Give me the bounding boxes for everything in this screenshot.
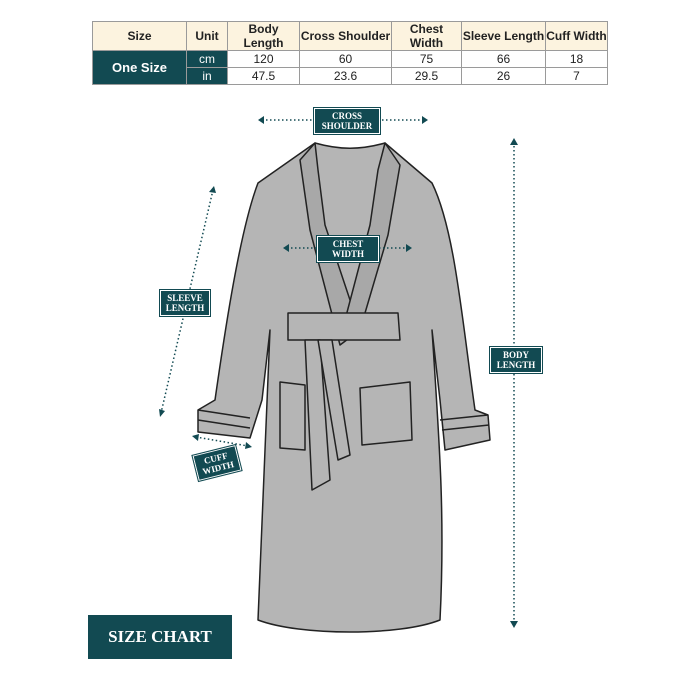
cross-shoulder-label: CROSS SHOULDER — [313, 107, 381, 135]
size-cell: One Size — [92, 50, 187, 85]
size-chart-title: SIZE CHART — [88, 615, 232, 659]
value-cell: 26 — [461, 67, 546, 85]
cuff-width-arrow — [195, 436, 249, 447]
value-cell: 23.6 — [299, 67, 392, 85]
sleeve-length-label: SLEEVE LENGTH — [159, 289, 211, 317]
body-length-label: BODY LENGTH — [489, 346, 543, 374]
left-pocket — [279, 381, 306, 451]
left-cuff — [197, 409, 251, 429]
value-cell: 47.5 — [227, 67, 300, 85]
belt — [287, 312, 401, 341]
belt-tie — [304, 339, 331, 491]
value-cell: 60 — [299, 50, 392, 68]
right-pocket — [359, 381, 413, 446]
header-cross-shoulder: Cross Shoulder — [299, 21, 392, 51]
table-row: One Size cm 120 60 75 66 18 — [92, 50, 608, 85]
chest-width-label: CHEST WIDTH — [316, 235, 380, 263]
header-cuff-width: Cuff Width — [545, 21, 608, 51]
table-row: in 47.5 23.6 29.5 26 7 — [93, 67, 608, 85]
unit-cell: in — [186, 67, 228, 85]
header-size: Size — [92, 21, 187, 51]
belt-tie-2 — [317, 339, 351, 461]
header-chest-width: Chest Width — [391, 21, 462, 51]
value-cell: 29.5 — [391, 67, 462, 85]
value-cell: 7 — [545, 67, 608, 85]
header-sleeve-length: Sleeve Length — [461, 21, 546, 51]
robe-body — [197, 142, 491, 633]
size-table: Size Unit Body Length Cross Shoulder Che… — [92, 21, 608, 85]
right-cuff — [439, 414, 490, 431]
